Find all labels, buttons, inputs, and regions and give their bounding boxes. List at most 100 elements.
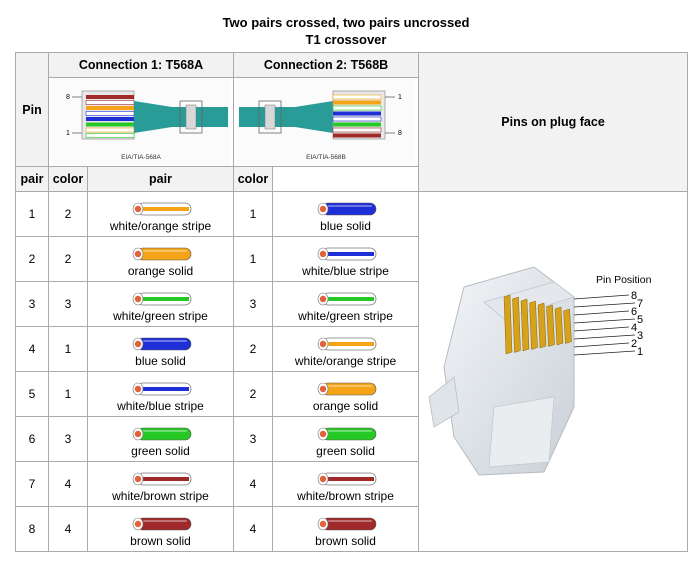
a-color-label: white/orange stripe bbox=[109, 218, 212, 233]
pin-number: 7 bbox=[15, 461, 49, 507]
a-color-cell: blue solid bbox=[86, 326, 235, 372]
pin-position-label: 2 bbox=[631, 338, 637, 350]
a-pair-number: 2 bbox=[48, 236, 88, 282]
a-color-label: orange solid bbox=[127, 263, 194, 278]
pin-position-label: 1 bbox=[637, 346, 643, 358]
t568a-diagram-label: EIA/TIA-568A bbox=[121, 154, 161, 161]
b-color-cell: white/green stripe bbox=[272, 281, 420, 327]
pin-leader-line bbox=[574, 326, 630, 331]
b-green-wire-icon bbox=[317, 427, 376, 440]
b-color-cell: orange solid bbox=[272, 371, 420, 417]
a-color-cell: green solid bbox=[86, 416, 235, 462]
pin-number: 8 bbox=[15, 506, 49, 552]
b-pair-number: 4 bbox=[233, 506, 274, 552]
pin-number: 6 bbox=[15, 416, 49, 462]
t568a-pin-top-label: 8 bbox=[66, 94, 70, 101]
a-brown-wire-icon bbox=[132, 517, 191, 530]
b-color-label: white/blue stripe bbox=[302, 263, 389, 278]
b-color-cell: green solid bbox=[272, 416, 420, 462]
pin-number: 3 bbox=[15, 281, 49, 327]
a-green-wire-icon bbox=[132, 427, 191, 440]
b-color-label: green solid bbox=[316, 443, 375, 458]
b-pair-header: pair bbox=[86, 166, 235, 192]
caption-subtitle: T1 crossover bbox=[305, 32, 387, 47]
a-color-cell: brown solid bbox=[86, 506, 235, 552]
t568a-diagram-cell: 8 1 EIA/TIA-568A bbox=[47, 77, 235, 167]
table-caption: Two pairs crossed, two pairs uncrossed T… bbox=[0, 14, 692, 48]
plug-face-header: Pins on plug face bbox=[418, 52, 689, 192]
t568b-pin-bottom-label: 8 bbox=[398, 130, 402, 137]
b-color-label: white/orange stripe bbox=[294, 353, 397, 368]
a-pair-number: 1 bbox=[48, 326, 88, 372]
b-color-label: white/green stripe bbox=[298, 308, 393, 323]
pin-number: 2 bbox=[15, 236, 49, 282]
pin-position-title: Pin Position bbox=[596, 274, 652, 286]
b-color-label: white/brown stripe bbox=[297, 488, 394, 503]
b-color-label: blue solid bbox=[320, 218, 371, 233]
pin-position-label: 7 bbox=[637, 298, 643, 310]
pin-leader-line bbox=[574, 310, 630, 315]
b-color-cell: white/brown stripe bbox=[272, 461, 420, 507]
b-blue-wire-icon bbox=[317, 247, 376, 260]
a-color-cell: white/brown stripe bbox=[86, 461, 235, 507]
a-blue-wire-icon bbox=[132, 337, 191, 350]
b-pair-number: 3 bbox=[233, 281, 274, 327]
connection1-header: Connection 1: T568A bbox=[47, 52, 235, 78]
t568b-diagram-cell: 1 8 EIA/TIA-568B bbox=[233, 77, 420, 167]
pin-position-label: 4 bbox=[631, 322, 637, 334]
b-pair-number: 4 bbox=[233, 461, 274, 507]
a-orange-wire-icon bbox=[132, 247, 191, 260]
pin-leader-line bbox=[574, 318, 636, 323]
pin-position-label: 6 bbox=[631, 306, 637, 318]
pin-position-label: 5 bbox=[637, 314, 643, 326]
a-pair-number: 4 bbox=[48, 506, 88, 552]
pin-leader-line bbox=[574, 302, 636, 307]
a-brown-wire-icon bbox=[132, 472, 191, 485]
b-orange-wire-icon bbox=[317, 337, 376, 350]
t568a-plug-diagram: 8 1 EIA/TIA-568A bbox=[52, 79, 230, 165]
a-color-label: white/blue stripe bbox=[117, 398, 204, 413]
a-pair-number: 3 bbox=[48, 416, 88, 462]
pin-position-label: 3 bbox=[637, 330, 643, 342]
t568b-wires bbox=[332, 94, 382, 138]
pin-leader-line bbox=[574, 334, 636, 339]
pin-number: 4 bbox=[15, 326, 49, 372]
t568b-plug-diagram: 1 8 EIA/TIA-568B bbox=[237, 79, 416, 165]
a-blue-wire-icon bbox=[132, 382, 191, 395]
a-green-wire-icon bbox=[132, 292, 191, 305]
b-green-wire-icon bbox=[317, 292, 376, 305]
a-color-label: white/brown stripe bbox=[112, 488, 209, 503]
b-pair-number: 3 bbox=[233, 416, 274, 462]
a-pair-number: 3 bbox=[48, 281, 88, 327]
pin-position-label: 8 bbox=[631, 290, 637, 302]
b-pair-number: 2 bbox=[233, 371, 274, 417]
pin-leader-line bbox=[574, 294, 630, 299]
b-pair-number: 1 bbox=[233, 236, 274, 282]
a-color-header: color bbox=[48, 166, 88, 192]
a-color-cell: white/green stripe bbox=[86, 281, 235, 327]
b-color-cell: blue solid bbox=[272, 191, 420, 237]
a-color-label: white/green stripe bbox=[113, 308, 208, 323]
t568b-pin-top-label: 1 bbox=[398, 94, 402, 101]
b-brown-wire-icon bbox=[317, 517, 376, 530]
pin-number: 5 bbox=[15, 371, 49, 417]
b-color-cell: white/blue stripe bbox=[272, 236, 420, 282]
a-pair-number: 2 bbox=[48, 191, 88, 237]
a-orange-wire-icon bbox=[132, 202, 191, 215]
b-color-cell: brown solid bbox=[272, 506, 420, 552]
a-color-cell: white/orange stripe bbox=[86, 191, 235, 237]
b-color-label: orange solid bbox=[312, 398, 379, 413]
caption-title: Two pairs crossed, two pairs uncrossed bbox=[222, 15, 470, 30]
pin-leader-line bbox=[574, 342, 630, 347]
pin-number: 1 bbox=[15, 191, 49, 237]
b-orange-wire-icon bbox=[317, 382, 376, 395]
a-color-label: blue solid bbox=[135, 353, 186, 368]
pin-header: Pin bbox=[15, 52, 49, 167]
